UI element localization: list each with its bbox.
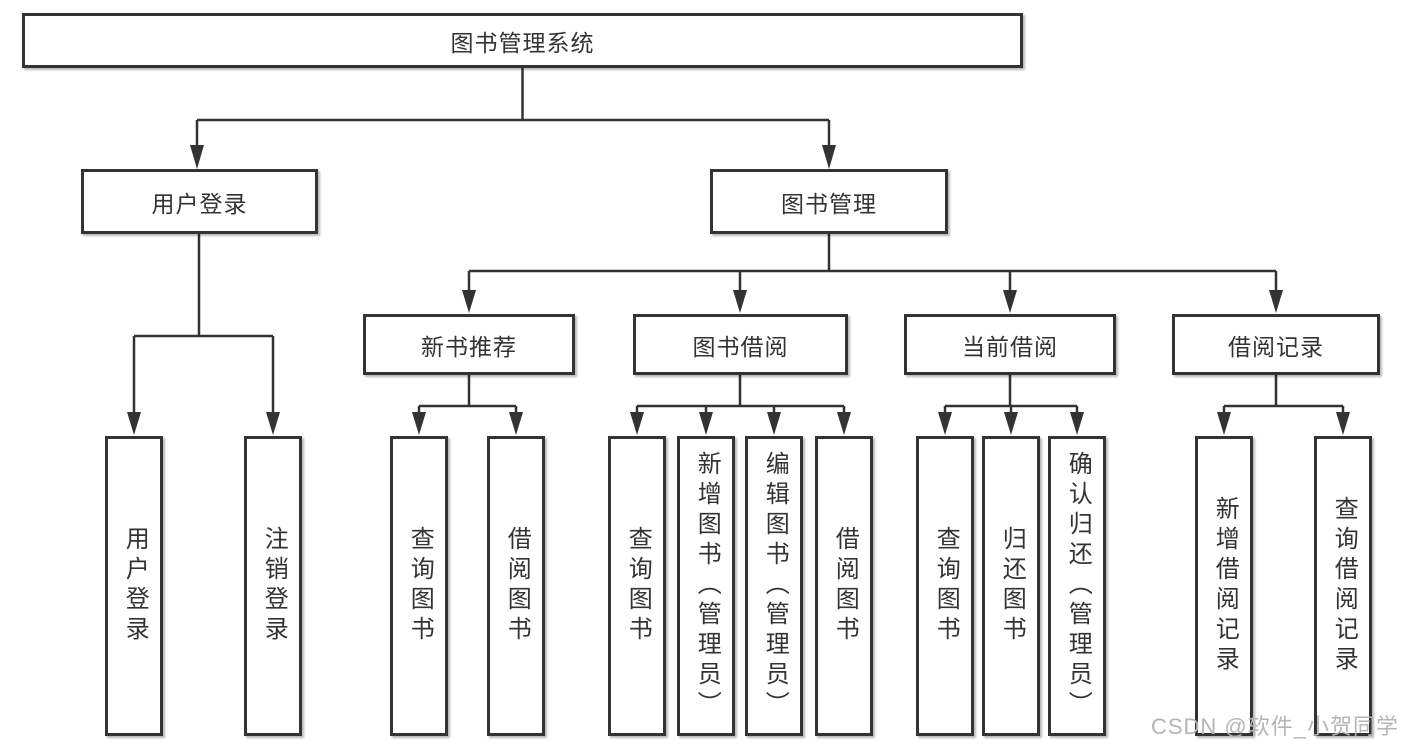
node-leaf-logout: 注销登录 (244, 436, 302, 736)
node-book-borrow-label: 图书借阅 (692, 333, 789, 360)
node-leaf-query-books-current: 查询图书 (916, 436, 974, 736)
node-leaf-borrow-books-recommend-label: 借阅图书 (503, 526, 531, 646)
node-leaf-borrow-books-label: 借阅图书 (831, 526, 859, 646)
node-borrow-records-label: 借阅记录 (1228, 333, 1324, 360)
csdn-watermark: CSDN @软件_小贺同学 (1150, 714, 1399, 739)
node-leaf-query-books-recommend-label: 查询图书 (406, 526, 434, 646)
node-user-login: 用户登录 (81, 169, 318, 234)
node-book-management-label: 图书管理 (781, 190, 877, 217)
node-current-borrow: 当前借阅 (904, 314, 1116, 375)
node-leaf-user-login-label: 用户登录 (121, 526, 149, 646)
node-new-book-recommend-label: 新书推荐 (421, 333, 517, 360)
node-leaf-return-books-label: 归还图书 (998, 526, 1026, 646)
node-current-borrow-label: 当前借阅 (962, 333, 1058, 360)
node-book-borrow: 图书借阅 (633, 314, 848, 375)
node-book-management: 图书管理 (710, 169, 948, 234)
node-leaf-add-book-admin-label: 新增图书（管理员） (693, 451, 721, 721)
node-leaf-edit-book-admin-label: 编辑图书（管理员） (761, 451, 789, 721)
node-leaf-query-books-recommend: 查询图书 (390, 436, 448, 736)
node-new-book-recommend: 新书推荐 (363, 314, 575, 375)
node-root-label: 图书管理系统 (450, 29, 595, 56)
node-leaf-confirm-return-admin: 确认归还（管理员） (1048, 436, 1106, 736)
node-leaf-edit-book-admin: 编辑图书（管理员） (745, 436, 803, 736)
node-borrow-records: 借阅记录 (1172, 314, 1380, 375)
node-leaf-add-borrow-record: 新增借阅记录 (1195, 436, 1253, 736)
node-leaf-add-borrow-record-label: 新增借阅记录 (1211, 496, 1239, 676)
node-leaf-query-borrow-record: 查询借阅记录 (1314, 436, 1372, 736)
node-leaf-logout-label: 注销登录 (260, 526, 288, 646)
node-leaf-query-borrow-record-label: 查询借阅记录 (1330, 496, 1358, 676)
node-leaf-user-login: 用户登录 (105, 436, 163, 736)
node-leaf-query-books-borrow: 查询图书 (608, 436, 666, 736)
node-leaf-confirm-return-admin-label: 确认归还（管理员） (1064, 451, 1092, 721)
node-leaf-borrow-books: 借阅图书 (815, 436, 873, 736)
node-leaf-query-books-current-label: 查询图书 (932, 526, 960, 646)
node-root-library-system: 图书管理系统 (22, 13, 1023, 68)
node-leaf-return-books: 归还图书 (982, 436, 1040, 736)
node-leaf-add-book-admin: 新增图书（管理员） (677, 436, 735, 736)
node-user-login-label: 用户登录 (151, 190, 248, 217)
node-leaf-borrow-books-recommend: 借阅图书 (487, 436, 545, 736)
node-leaf-query-books-borrow-label: 查询图书 (624, 526, 652, 646)
